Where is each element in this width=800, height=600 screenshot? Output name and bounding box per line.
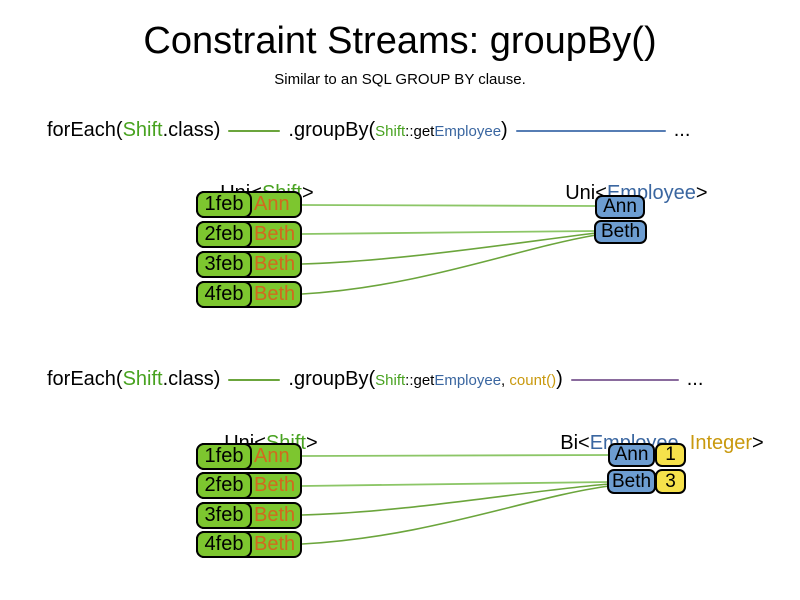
foreach-close: .class) — [162, 368, 221, 390]
flow-line-3feb-beth-2 — [301, 483, 610, 516]
shift-row: 3feb Beth — [196, 502, 302, 529]
stream-connector-green — [228, 130, 281, 132]
shift-row: 4feb Beth — [196, 281, 302, 308]
group-box-employee: Ann — [608, 443, 655, 467]
flow-line-2feb-beth-2 — [301, 481, 610, 487]
group-box-count: 3 — [655, 469, 686, 494]
groupby-arg-class: Shift — [375, 123, 406, 140]
foreach-type: Shift — [122, 368, 163, 390]
flow-line-1feb-ann — [301, 204, 598, 207]
code-line-2: forEach(Shift.class) .groupBy(Shift::get… — [47, 368, 703, 392]
foreach-open: forEach( — [47, 368, 123, 390]
shift-row: 1feb Ann — [196, 443, 302, 470]
groupby-arg-method: ::get — [405, 123, 435, 140]
groupby-close: ) — [556, 368, 563, 390]
ellipsis: ... — [686, 368, 704, 390]
label-suffix: > — [305, 432, 318, 454]
shift-employee: Beth — [254, 253, 296, 275]
group-box-employee: Beth — [607, 469, 656, 494]
groupby-open: .groupBy( — [288, 368, 376, 390]
page-subtitle: Similar to an SQL GROUP BY clause. — [274, 71, 526, 88]
shift-employee: Beth — [254, 533, 296, 555]
stream-connector-green — [228, 379, 281, 381]
groupby-comma: , — [501, 372, 510, 389]
shift-date: 1feb — [196, 443, 252, 470]
shift-employee: Ann — [254, 193, 290, 215]
shift-row: 3feb Beth — [196, 251, 302, 278]
flow-line-2feb-beth — [301, 230, 597, 235]
label-suffix: > — [752, 432, 764, 454]
groupby-open: .groupBy( — [288, 119, 376, 141]
groupby-arg-type: Employee — [434, 123, 502, 140]
flow-line-3feb-beth — [301, 232, 597, 265]
shift-date: 2feb — [196, 472, 252, 499]
foreach-open: forEach( — [47, 119, 123, 141]
foreach-close: .class) — [162, 119, 221, 141]
shift-date: 3feb — [196, 502, 252, 529]
label-type-integer: Integer — [689, 432, 753, 454]
shift-employee: Beth — [254, 283, 296, 305]
label-suffix: > — [301, 182, 314, 204]
groupby-arg-class: Shift — [375, 372, 406, 389]
shift-date: 4feb — [196, 531, 252, 558]
groupby-arg-type: Employee — [434, 372, 502, 389]
shift-date: 4feb — [196, 281, 252, 308]
shift-employee: Beth — [254, 474, 296, 496]
shift-date: 1feb — [196, 191, 252, 218]
shift-employee: Ann — [254, 445, 290, 467]
label-suffix: > — [695, 182, 708, 204]
foreach-type: Shift — [122, 119, 163, 141]
shift-row: 4feb Beth — [196, 531, 302, 558]
code-line-1: forEach(Shift.class) .groupBy(Shift::get… — [47, 119, 690, 143]
group-box-employee: Beth — [594, 220, 647, 244]
flow-line-4feb-beth — [301, 234, 597, 295]
shift-date: 3feb — [196, 251, 252, 278]
group-box-employee: Ann — [595, 195, 645, 219]
shift-row: 2feb Beth — [196, 221, 302, 248]
label-prefix: Bi< — [560, 432, 590, 454]
groupby-close: ) — [501, 119, 508, 141]
stream-connector-purple — [570, 379, 679, 381]
shift-employee: Beth — [254, 504, 296, 526]
shift-row: 2feb Beth — [196, 472, 302, 499]
shift-row: 1feb Ann — [196, 191, 302, 218]
groupby-arg-count: count() — [509, 372, 557, 389]
flow-line-4feb-beth-2 — [301, 485, 610, 545]
flow-line-1feb-ann-2 — [301, 454, 611, 457]
group-box-count: 1 — [655, 443, 686, 467]
page-title: Constraint Streams: groupBy() — [143, 20, 657, 62]
groupby-arg-method: ::get — [405, 372, 435, 389]
shift-date: 2feb — [196, 221, 252, 248]
ellipsis: ... — [673, 119, 691, 141]
stream-connector-blue — [515, 130, 666, 132]
shift-employee: Beth — [254, 223, 296, 245]
